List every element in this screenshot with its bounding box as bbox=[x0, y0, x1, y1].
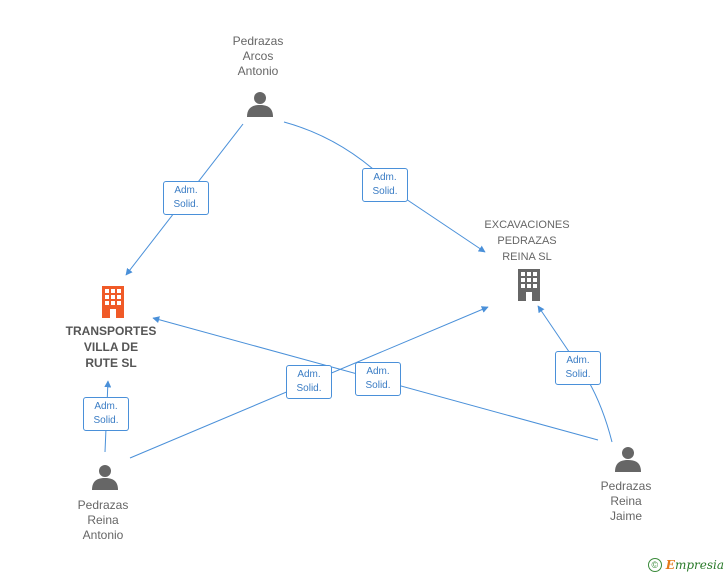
badge-line: Adm. bbox=[366, 366, 390, 377]
label-line: RUTE SL bbox=[85, 356, 137, 370]
footer-brand: © Empresia bbox=[647, 558, 724, 572]
node-label-transportes-villa-de-rute-sl: TRANSPORTES VILLA DE RUTE SL bbox=[66, 323, 157, 371]
building-icon[interactable] bbox=[513, 267, 545, 301]
label-line: Pedrazas bbox=[600, 479, 652, 493]
main-company-building-icon[interactable] bbox=[97, 284, 129, 318]
badge-line: Solid. bbox=[173, 199, 199, 210]
label-line: Antonio bbox=[82, 528, 124, 542]
node-label-pedrazas-arcos-antonio: Pedrazas Arcos Antonio bbox=[233, 34, 284, 79]
label-line: PEDRAZAS bbox=[497, 235, 557, 247]
badge-line: Solid. bbox=[93, 415, 119, 426]
label-line: Pedrazas bbox=[77, 498, 129, 512]
badge-line: Adm. bbox=[94, 401, 118, 412]
label-line: TRANSPORTES bbox=[65, 324, 157, 338]
person-icon[interactable] bbox=[614, 445, 642, 473]
person-icon[interactable] bbox=[246, 90, 274, 118]
label-line: Jaime bbox=[609, 509, 643, 523]
badge-line: Solid. bbox=[565, 369, 591, 380]
badge-line: Adm. bbox=[373, 172, 397, 183]
brand-initial: E bbox=[665, 558, 675, 572]
badge-line: Solid. bbox=[296, 383, 322, 394]
relation-badge-arcos-transportes[interactable]: Adm. Solid. bbox=[163, 181, 209, 215]
relation-badge-reina-jaime-excavaciones[interactable]: Adm. Solid. bbox=[555, 351, 601, 385]
label-line: Antonio bbox=[237, 64, 279, 78]
badge-line: Solid. bbox=[365, 380, 391, 391]
copyright-icon: © bbox=[647, 558, 662, 572]
brand-rest: mpresia bbox=[674, 558, 724, 572]
person-icon[interactable] bbox=[91, 463, 119, 491]
relation-badge-reina-antonio-excavaciones[interactable]: Adm. Solid. bbox=[286, 365, 332, 399]
label-line: REINA SL bbox=[502, 251, 552, 263]
relation-badge-reina-antonio-transportes[interactable]: Adm. Solid. bbox=[83, 397, 129, 431]
label-line: Reina bbox=[87, 513, 119, 527]
label-line: VILLA DE bbox=[83, 340, 139, 354]
badge-line: Adm. bbox=[566, 355, 590, 366]
node-label-pedrazas-reina-antonio: Pedrazas Reina Antonio bbox=[78, 498, 129, 543]
badge-line: Adm. bbox=[297, 369, 321, 380]
label-line: Reina bbox=[610, 494, 642, 508]
badge-line: Adm. bbox=[174, 185, 198, 196]
relation-badge-reina-jaime-transportes[interactable]: Adm. Solid. bbox=[355, 362, 401, 396]
relation-badge-arcos-excavaciones[interactable]: Adm. Solid. bbox=[362, 168, 408, 202]
label-line: EXCAVACIONES bbox=[484, 219, 570, 231]
brand-logo: Empresia bbox=[666, 558, 724, 572]
label-line: Pedrazas bbox=[232, 34, 284, 48]
node-label-excavaciones-pedrazas-reina-sl: EXCAVACIONES PEDRAZAS REINA SL bbox=[484, 217, 569, 265]
node-label-pedrazas-reina-jaime: Pedrazas Reina Jaime bbox=[601, 479, 652, 524]
badge-line: Solid. bbox=[372, 186, 398, 197]
label-line: Arcos bbox=[242, 49, 274, 63]
